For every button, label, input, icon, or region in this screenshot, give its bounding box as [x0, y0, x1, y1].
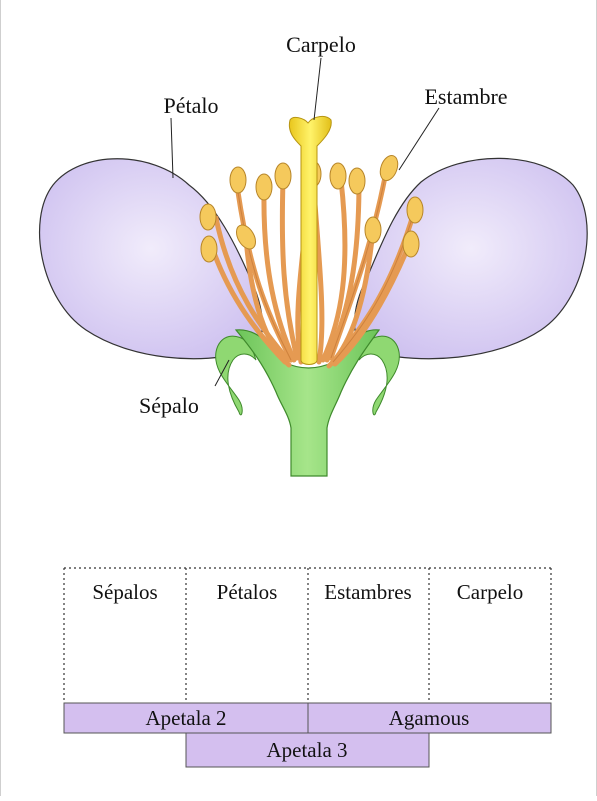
- region-sepals: Sépalos: [92, 580, 157, 604]
- region-carpel: Carpelo: [457, 580, 523, 604]
- petal-right: [355, 158, 588, 358]
- label-stamen: Estambre: [424, 84, 507, 109]
- gene-apetala3: Apetala 3: [266, 738, 347, 762]
- label-petal: Pétalo: [164, 93, 219, 118]
- gene-apetala2: Apetala 2: [145, 706, 226, 730]
- region-petals: Pétalos: [217, 580, 278, 604]
- label-carpel: Carpelo: [286, 32, 356, 57]
- gene-agamous: Agamous: [389, 706, 470, 730]
- label-sepal: Sépalo: [139, 393, 199, 418]
- region-stamens: Estambres: [324, 580, 411, 604]
